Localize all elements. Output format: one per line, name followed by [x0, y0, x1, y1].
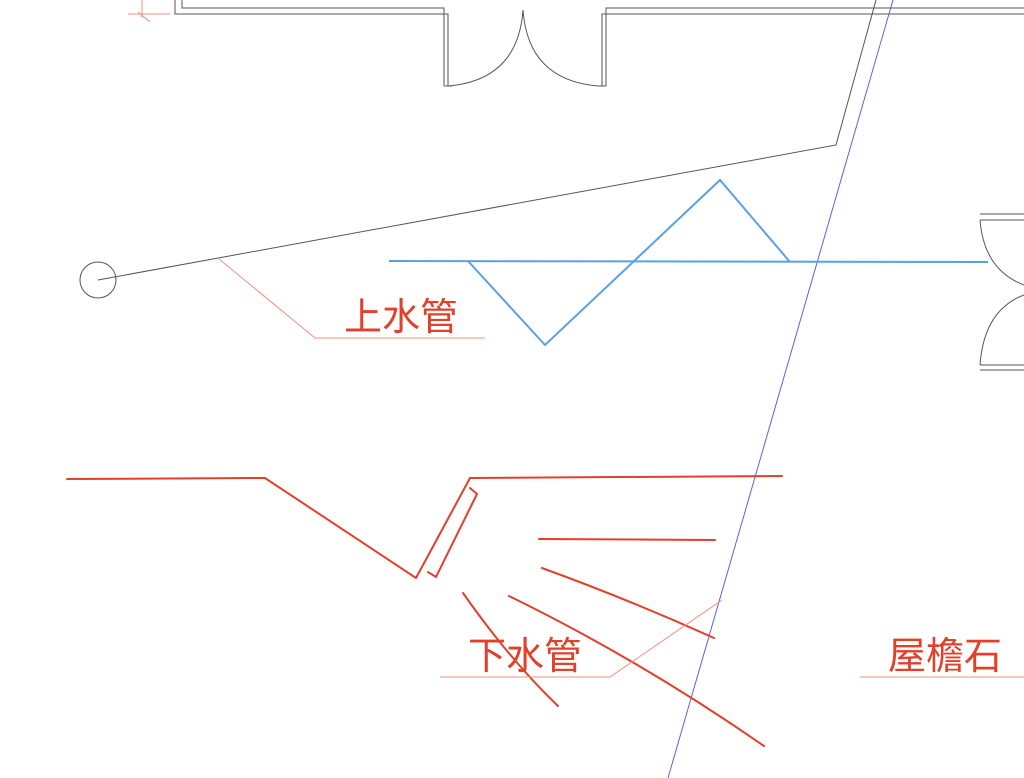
lower-pipe-label: 下水管 — [468, 634, 582, 678]
eave-stone-label: 屋檐石 — [888, 634, 1002, 678]
upper-pipe-leader — [79, 0, 877, 299]
corner-tick-mark — [128, 0, 170, 23]
lower-water-pipe — [66, 475, 783, 747]
upper-pipe-label: 上水管 — [344, 295, 458, 339]
guide-line — [667, 0, 894, 778]
right-door — [979, 213, 1024, 371]
top-wall — [174, 0, 1024, 87]
upper-label-leader — [218, 258, 485, 339]
upper-water-pipe — [388, 178, 989, 347]
lower-label-leader — [440, 599, 723, 678]
